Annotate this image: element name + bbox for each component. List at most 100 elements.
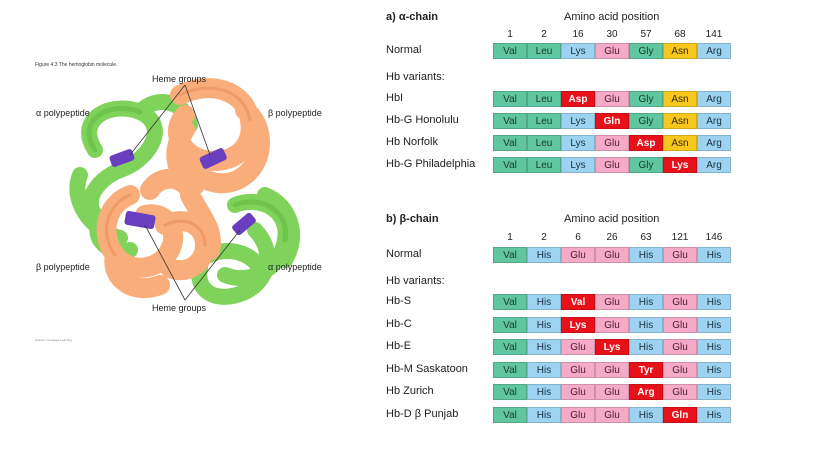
- residue-cell: Val: [493, 135, 527, 151]
- hb-variants-label: Hb variants:: [386, 71, 445, 83]
- residue-cell: Val: [493, 157, 527, 173]
- figure-caption: Figure 4.3 The hemoglobin molecule.: [35, 62, 118, 68]
- residue-cell: Glu: [595, 157, 629, 173]
- residue-cell: Glu: [561, 384, 595, 400]
- residue-cell: Glu: [595, 247, 629, 263]
- residue-cell: Gly: [629, 113, 663, 129]
- residue-cell: Glu: [561, 406, 595, 423]
- amino-acid-position: 141: [705, 29, 723, 40]
- amino-acid-position: 121: [671, 232, 689, 243]
- residue-cell: Gln: [595, 113, 629, 129]
- residue-cell: Glu: [561, 361, 595, 378]
- residue-cell: Asp: [561, 91, 595, 107]
- normal-row-label: Normal: [386, 44, 422, 56]
- residue-cell: Asp: [629, 135, 663, 151]
- residue-cell: His: [697, 339, 731, 355]
- variant-row-label: Hb-G Philadelphia: [386, 158, 476, 170]
- residue-cell: His: [629, 294, 663, 310]
- residue-cell: Glu: [561, 339, 595, 355]
- amino-acid-position: 68: [674, 29, 686, 40]
- amino-acid-position: 2: [541, 29, 547, 40]
- residue-cell: His: [527, 361, 561, 378]
- hb-variants-label: Hb variants:: [386, 275, 445, 287]
- residue-cell: His: [697, 247, 731, 263]
- residue-cell: Val: [493, 316, 527, 333]
- residue-cell: Glu: [663, 316, 697, 333]
- heme-groups-top-label: Heme groups: [152, 74, 207, 84]
- residue-cell: Leu: [527, 135, 561, 151]
- variant-row-label: Hb-M Saskatoon: [386, 362, 468, 375]
- variant-row-label: Hb-E: [386, 340, 412, 352]
- amino-acid-position: 1: [507, 29, 513, 40]
- residue-cell: Lys: [561, 43, 595, 59]
- amino-acid-position: 26: [606, 232, 618, 243]
- residue-cell: His: [629, 316, 663, 333]
- residue-cell: His: [527, 316, 561, 333]
- residue-cell: His: [697, 361, 731, 378]
- residue-cell: Gly: [629, 43, 663, 59]
- variant-row-label: Hb-C: [386, 317, 412, 330]
- amino-acid-position: 63: [640, 232, 652, 243]
- variant-row-label: Hb Norfolk: [386, 136, 438, 148]
- residue-cell: Val: [561, 294, 595, 310]
- residue-cell: His: [527, 294, 561, 310]
- residue-cell: Arg: [697, 91, 731, 107]
- residue-cell: Leu: [527, 91, 561, 107]
- amino-acid-position: 1: [507, 232, 513, 243]
- normal-row-label: Normal: [386, 248, 422, 260]
- variant-row-label: Hb-S: [386, 295, 412, 307]
- residue-cell: His: [697, 406, 731, 423]
- residue-cell: Val: [493, 384, 527, 400]
- residue-cell: His: [629, 406, 663, 423]
- residue-cell: Arg: [697, 157, 731, 173]
- variant-row-label: Hb-G Honolulu: [386, 114, 459, 126]
- residue-cell: Glu: [663, 294, 697, 310]
- residue-cell: Lys: [595, 339, 629, 355]
- beta-polypeptide-left-label: β polypeptide: [36, 262, 90, 272]
- residue-cell: Glu: [595, 294, 629, 310]
- residue-cell: Val: [493, 339, 527, 355]
- alpha-amino-acid-position-header: Amino acid position: [564, 11, 660, 23]
- residue-cell: Leu: [527, 157, 561, 173]
- residue-cell: Lys: [561, 113, 595, 129]
- residue-cell: Arg: [629, 384, 663, 400]
- residue-cell: Val: [493, 247, 527, 263]
- residue-cell: Glu: [595, 135, 629, 151]
- heme-group-cylinders: [109, 148, 256, 236]
- residue-cell: Glu: [595, 384, 629, 400]
- residue-cell: Leu: [527, 43, 561, 59]
- variant-row-label: Hb-D β Punjab: [386, 407, 459, 420]
- residue-cell: His: [697, 294, 731, 310]
- variant-row-label: Hb Zurich: [386, 385, 434, 397]
- image-credit: Delmar / Cengage Learning: [35, 338, 72, 342]
- residue-cell: Asn: [663, 91, 697, 107]
- residue-cell: Gly: [629, 157, 663, 173]
- residue-cell: Val: [493, 91, 527, 107]
- heme-groups-bottom-label: Heme groups: [152, 303, 207, 313]
- residue-cell: His: [527, 406, 561, 423]
- residue-cell: Lys: [561, 157, 595, 173]
- residue-cell: Val: [493, 113, 527, 129]
- residue-cell: His: [527, 247, 561, 263]
- variant-row-label: HbI: [386, 92, 404, 104]
- hemoglobin-molecule-illustration: [69, 78, 301, 305]
- residue-cell: Val: [493, 361, 527, 378]
- residue-cell: Glu: [561, 247, 595, 263]
- residue-cell: His: [629, 247, 663, 263]
- beta-polypeptide-right-label: β polypeptide: [268, 108, 322, 118]
- residue-cell: Arg: [697, 135, 731, 151]
- residue-cell: Glu: [595, 43, 629, 59]
- residue-cell: Glu: [663, 247, 697, 263]
- residue-cell: Val: [493, 43, 527, 59]
- alpha-chain-title: a) α-chain: [386, 11, 438, 23]
- residue-cell: Glu: [595, 406, 629, 423]
- residue-cell: Leu: [527, 113, 561, 129]
- residue-cell: His: [629, 339, 663, 355]
- amino-acid-position: 57: [640, 29, 652, 40]
- amino-acid-position: 30: [606, 29, 618, 40]
- amino-acid-position: 146: [705, 232, 723, 243]
- alpha-polypeptide-left-label: α polypeptide: [36, 108, 90, 118]
- residue-cell: His: [527, 339, 561, 355]
- residue-cell: Glu: [663, 339, 697, 355]
- residue-cell: Asn: [663, 113, 697, 129]
